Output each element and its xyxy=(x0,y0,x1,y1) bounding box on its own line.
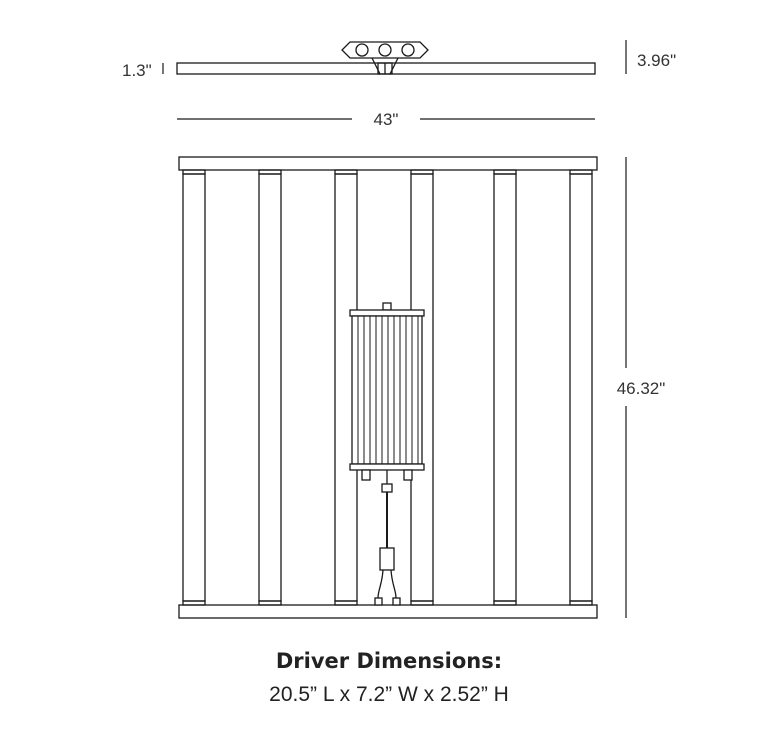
cable-plug-left xyxy=(374,597,383,606)
cable-plug-right xyxy=(392,597,401,606)
canopy-hole-left xyxy=(355,43,369,57)
profile-view xyxy=(176,41,596,75)
top-rail xyxy=(178,156,598,171)
profile-bar xyxy=(176,62,596,75)
canopy-height-label: 3.96" xyxy=(637,51,676,70)
driver-dimensions-value: 20.5” L x 7.2” W x 2.52” H xyxy=(269,683,509,706)
cable-junction-box xyxy=(379,547,395,571)
light-bar xyxy=(493,169,517,606)
light-bar xyxy=(569,169,593,606)
bottom-rail xyxy=(178,604,598,619)
driver-box xyxy=(349,302,425,481)
width-label: 43" xyxy=(374,110,399,129)
driver-dimensions-heading: Driver Dimensions: xyxy=(275,649,503,673)
canopy-bracket xyxy=(341,41,429,59)
driver-cable xyxy=(374,470,401,606)
canopy-hole-center xyxy=(378,43,392,57)
driver-top-cap xyxy=(349,309,425,317)
light-bar xyxy=(182,169,206,606)
light-bar xyxy=(258,169,282,606)
canopy-hole-right xyxy=(401,43,415,57)
canopy-arm xyxy=(371,57,381,75)
driver-fins xyxy=(357,316,419,464)
cable-connector xyxy=(381,483,393,493)
height-label: 46.32" xyxy=(617,379,666,398)
canopy-arm xyxy=(389,57,399,75)
profile-height-label: 1.3" xyxy=(122,61,152,80)
driver-bottom-cap xyxy=(349,463,425,471)
front-view xyxy=(178,156,598,619)
